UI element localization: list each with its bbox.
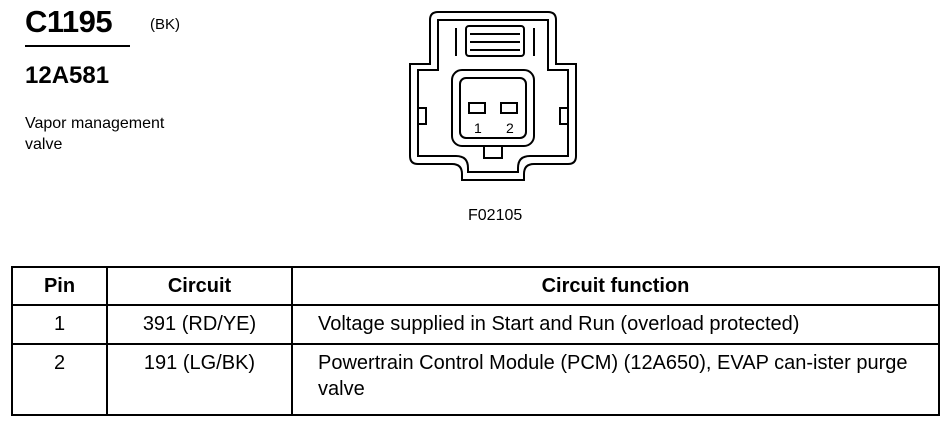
function-cell: Voltage supplied in Start and Run (overl…: [291, 304, 940, 345]
part-number: 12A581: [25, 62, 110, 89]
figure-id: F02105: [468, 207, 523, 224]
housing-inner: [417, 19, 569, 173]
locking-latch: [465, 25, 525, 57]
pin-2-slot: [500, 102, 518, 114]
function-cell: Powertrain Control Module (PCM) (12A650)…: [291, 343, 940, 416]
table-row: 1 391 (RD/YE) Voltage supplied in Start …: [11, 304, 940, 345]
connector-color: (BK): [150, 16, 180, 33]
left-notch: [418, 107, 427, 125]
connector-face-diagram: 1 2: [398, 6, 588, 186]
circuit-cell: 391 (RD/YE): [106, 304, 293, 345]
pin-1-slot: [468, 102, 486, 114]
circuit-cell: 191 (LG/BK): [106, 343, 293, 416]
polarization-key: [483, 146, 503, 159]
pin-label-1: 1: [474, 120, 482, 136]
pin-cell: 2: [11, 343, 108, 416]
terminal-cavity: [451, 69, 535, 147]
connector-id: C1195: [25, 4, 113, 39]
col-header-circuit: Circuit: [106, 266, 293, 306]
title-rule: [25, 45, 130, 47]
pin-label-2: 2: [506, 120, 514, 136]
table-row: 2 191 (LG/BK) Powertrain Control Module …: [11, 343, 940, 416]
right-notch: [559, 107, 568, 125]
col-header-function: Circuit function: [291, 266, 940, 306]
pin-table: Pin Circuit Circuit function 1 391 (RD/Y…: [11, 266, 940, 416]
housing-outline: [409, 11, 577, 181]
pin-cell: 1: [11, 304, 108, 345]
component-description: Vapor management valve: [25, 115, 165, 153]
col-header-pin: Pin: [11, 266, 108, 306]
table-header-row: Pin Circuit Circuit function: [11, 266, 940, 306]
